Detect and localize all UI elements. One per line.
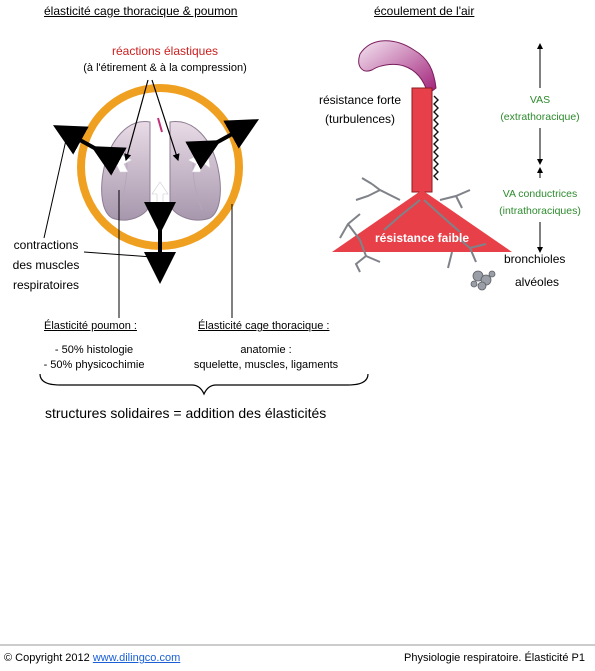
alveoles-label: alvéoles: [515, 275, 560, 289]
summary-text: structures solidaires = addition des éla…: [45, 405, 327, 421]
resistance-faible-label: résistance faible: [374, 231, 470, 245]
copyright-text: Copyright 2012: [15, 652, 90, 664]
va-conductrices-label: VA conductrices (intrathoraciques): [499, 188, 581, 217]
right-title: écoulement de l'air: [374, 4, 475, 18]
lung-elasticity-heading: Élasticité poumon :: [44, 320, 137, 332]
muscles-label: contractions des muscles respiratoires: [12, 238, 80, 292]
stretch-arrows: [52, 119, 260, 284]
footer-page-label: Physiologie respiratoire. Élasticité P1: [404, 652, 585, 664]
reactions-subtitle: (à l'étirement & à la compression): [83, 62, 247, 74]
bronchioles-label: bronchioles: [504, 252, 566, 266]
muscles-pointer-lines: [43, 139, 153, 258]
resistance-forte-label: résistance forte (turbulences): [318, 93, 402, 126]
left-title: élasticité cage thoracique & poumon: [44, 4, 238, 18]
elasticity-leader-lines: [118, 190, 233, 318]
reactions-title: réactions élastiques: [111, 44, 219, 58]
reactions-pointer-lines: [124, 79, 180, 162]
airway-illustration: [332, 40, 512, 291]
copyright-symbol: ©: [4, 652, 13, 664]
cage-elasticity-lines: anatomie : squelette, muscles, ligaments: [193, 344, 339, 371]
vas-label: VAS (extrathoracique): [500, 94, 580, 123]
footer-link[interactable]: www.dilingco.com: [92, 652, 181, 664]
footer-copyright: © Copyright 2012 www.dilingco.com: [4, 652, 180, 664]
lung-elasticity-lines: - 50% histologie - 50% physicochimie: [43, 344, 145, 371]
summary-brace: [39, 373, 369, 396]
cage-elasticity-heading: Élasticité cage thoracique :: [198, 320, 330, 332]
